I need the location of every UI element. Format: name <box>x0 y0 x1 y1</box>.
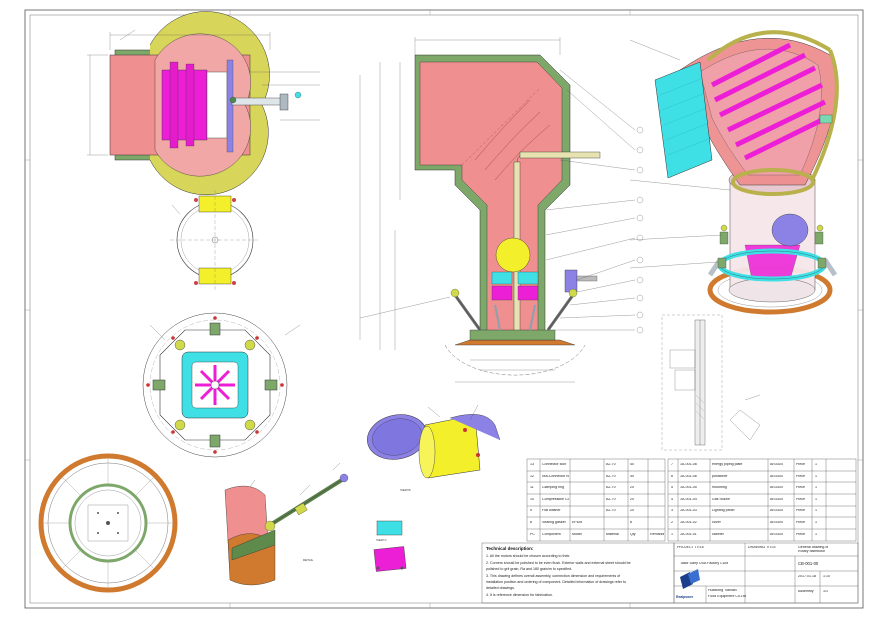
main-section-view <box>359 37 644 383</box>
plan-view-octagon <box>142 312 301 458</box>
detail-section <box>661 314 761 451</box>
base-ring-plan <box>38 453 178 593</box>
project-title-value: Tailor Dairy USA Factory CDM <box>680 562 729 565</box>
title-block <box>673 542 859 604</box>
sheet-border-inner <box>29 14 859 604</box>
drawing-number: CB-001-00 <box>798 562 819 566</box>
drawing-title-label: DRAWING TITLE <box>748 546 776 549</box>
plan-view-small-circle <box>170 190 260 292</box>
company-logo <box>680 569 700 589</box>
iso-view-caption: VIEW B <box>400 488 411 492</box>
date-value: 2017.01.18 <box>798 575 816 578</box>
pipe-bracket-detail <box>224 462 349 586</box>
drawing-title-value: General drawing of <box>798 546 829 549</box>
assembly-label: Assembly <box>798 590 814 593</box>
bom-table-left <box>526 458 666 542</box>
isometric-view <box>629 30 839 315</box>
cover-and-cylinder-detail <box>367 404 501 479</box>
small-plate-detail <box>373 520 407 572</box>
company-name-2: Food Equipment Co.Ltd <box>708 595 746 598</box>
notes-line: 2. Corners should be polished to be even… <box>486 561 631 565</box>
notes-line: installation position and ordering of co… <box>486 580 627 584</box>
drawing-title-value-2: Rotary distributor <box>798 550 826 553</box>
scale-value: 1:10 <box>823 575 830 578</box>
notes-line: detailed drawings. <box>486 586 515 590</box>
notes-line: 1. All the motors should be chosen accor… <box>486 554 571 558</box>
notes-line: 4. It is reference dimension for fabrica… <box>486 593 553 597</box>
magenta-core <box>161 69 208 141</box>
detail-caption: DETAIL <box>303 558 314 562</box>
notes-line: 3. This drawing defines overall assembly… <box>486 574 621 578</box>
bom-table-right <box>667 458 857 542</box>
notes-title: Technical description: <box>486 546 534 551</box>
side-detail-caption: VIEW C <box>376 538 387 542</box>
top-view-elbow <box>87 11 320 196</box>
notes-line: polished to grit grain, Ra and 180 grain… <box>486 567 573 571</box>
company-name-1: Huaxiong Tianlian <box>708 589 737 592</box>
logo-text: Realpower <box>676 595 694 599</box>
sheet-border-outer <box>24 9 864 609</box>
project-title-label: PROJECT TITLE <box>677 546 705 549</box>
sheet-value: 1/1 <box>823 590 828 593</box>
